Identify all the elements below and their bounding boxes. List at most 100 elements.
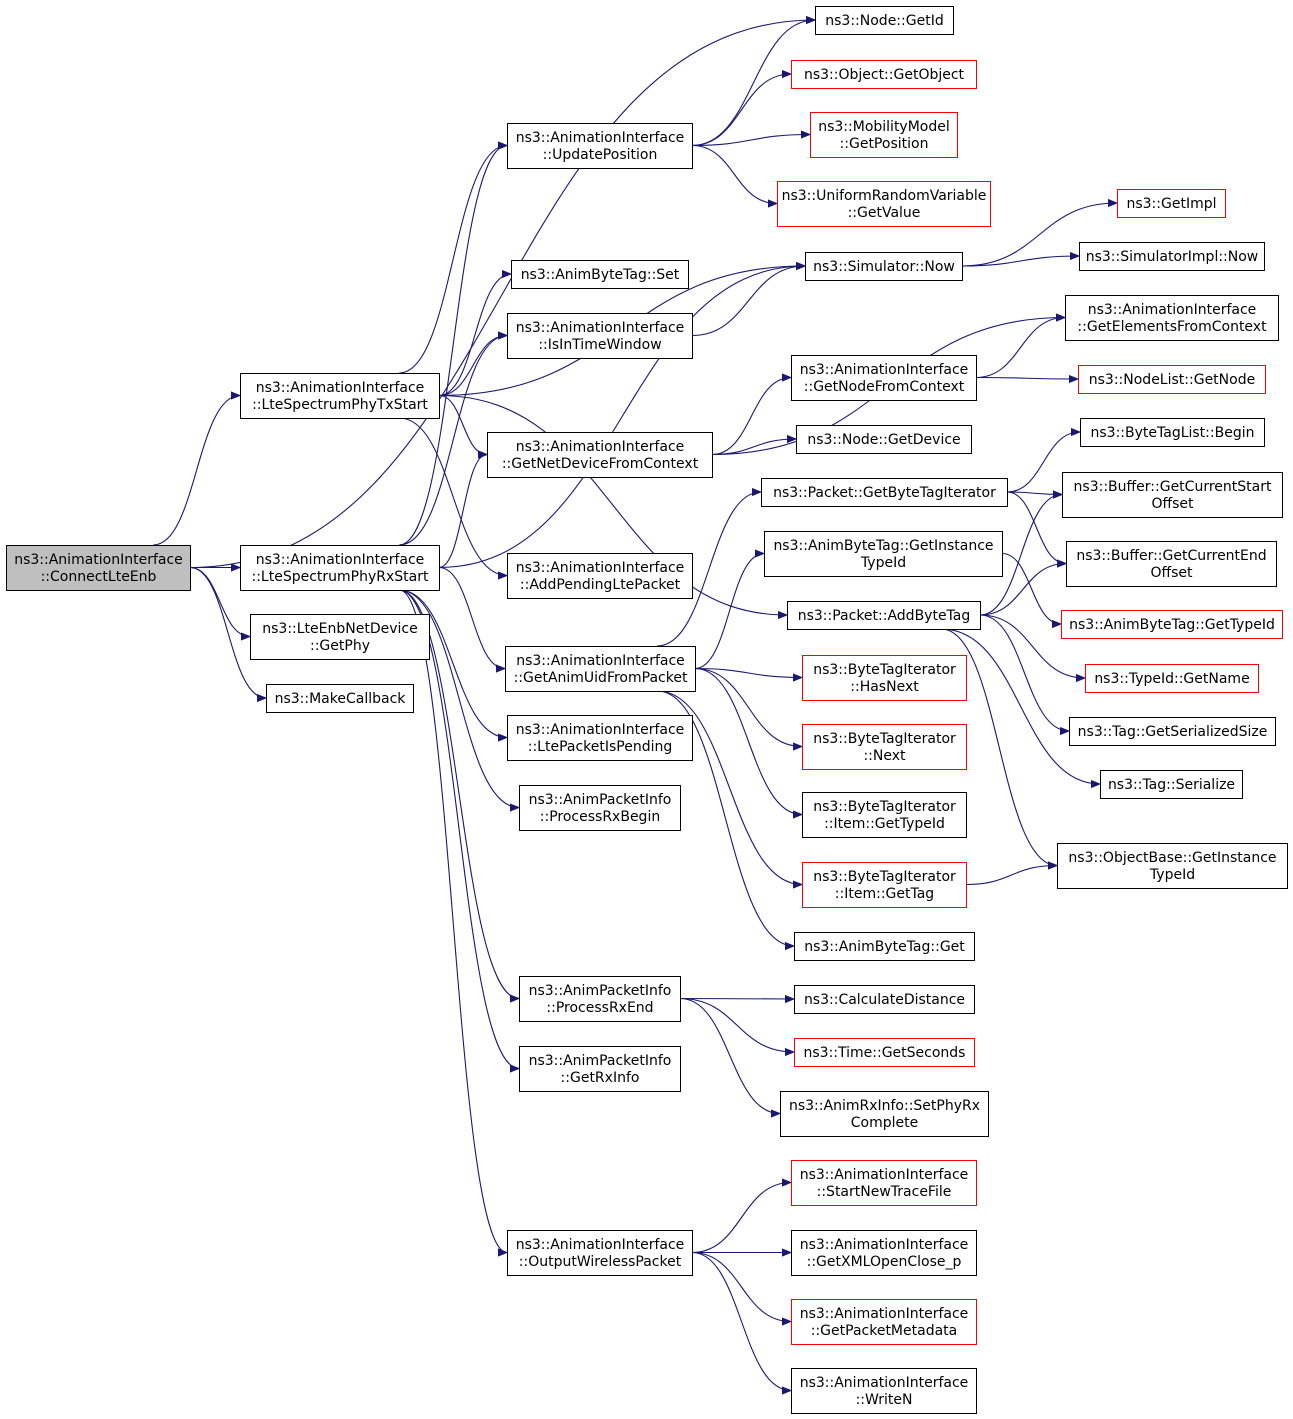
node-label: ns3::ByteTagIterator	[813, 799, 956, 815]
node-label: ::GetAnimUidFromPacket	[514, 670, 688, 686]
node-box	[1069, 717, 1276, 746]
node-box	[805, 252, 963, 281]
node-label: ::GetElementsFromContext	[1077, 319, 1267, 335]
node-getpktmeta[interactable]: ns3::AnimationInterface::GetPacketMetada…	[791, 1299, 977, 1345]
node-label: ns3::MakeCallback	[275, 691, 407, 707]
call-edge-getanimuid-to-btiitemtid	[694, 667, 802, 815]
node-simnow[interactable]: ns3::Simulator::Now	[805, 252, 963, 281]
node-box	[791, 60, 977, 89]
call-edge-pktaddbt-to-taggetsize	[979, 614, 1069, 731]
node-getnodefc[interactable]: ns3::AnimationInterface::GetNodeFromCont…	[791, 355, 977, 401]
node-box	[507, 313, 693, 359]
node-mobpos[interactable]: ns3::MobilityModel::GetPosition	[810, 112, 958, 158]
call-edge-pktaddbt-to-tagser	[941, 628, 1100, 784]
call-edge-pktaddbt-to-bufstart	[979, 495, 1062, 616]
node-writen[interactable]: ns3::AnimationInterface::WriteN	[791, 1368, 977, 1414]
node-starttrace[interactable]: ns3::AnimationInterface::StartNewTraceFi…	[791, 1160, 977, 1206]
node-urvgetval[interactable]: ns3::UniformRandomVariable::GetValue	[777, 181, 991, 227]
node-getrxinfo[interactable]: ns3::AnimPacketInfo::GetRxInfo	[519, 1046, 681, 1092]
node-calcdist[interactable]: ns3::CalculateDistance	[794, 985, 975, 1014]
node-label: TypeId	[1149, 867, 1195, 883]
node-nodelist[interactable]: ns3::NodeList::GetNode	[1078, 365, 1266, 394]
node-nodegetid[interactable]: ns3::Node::GetId	[815, 6, 954, 35]
call-edge-updatepos-to-objgetobj	[691, 74, 791, 147]
node-objgetobj[interactable]: ns3::Object::GetObject	[791, 60, 977, 89]
call-edge-root-to-txstart	[153, 396, 240, 546]
node-box	[796, 425, 972, 454]
node-getnetdev[interactable]: ns3::AnimationInterface::GetNetDeviceFro…	[487, 432, 713, 478]
call-edge-getnodefc-to-getelems	[975, 318, 1065, 379]
node-label: ::AddPendingLtePacket	[520, 577, 681, 593]
call-edge-txstart-to-pktaddbt	[438, 394, 787, 616]
node-outwireless[interactable]: ns3::AnimationInterface::OutputWirelessP…	[507, 1230, 693, 1276]
node-box	[1078, 365, 1266, 394]
node-label: ::GetPacketMetadata	[811, 1323, 957, 1339]
node-label: ns3::SimulatorImpl::Now	[1086, 249, 1259, 265]
node-getxml[interactable]: ns3::AnimationInterface::GetXMLOpenClose…	[791, 1230, 977, 1276]
node-simimplnow[interactable]: ns3::SimulatorImpl::Now	[1079, 242, 1265, 271]
node-label: ::IsInTimeWindow	[538, 337, 661, 353]
node-box	[1117, 189, 1226, 218]
node-label: ns3::Tag::Serialize	[1108, 777, 1235, 793]
call-edge-root-to-nodegetid	[189, 20, 815, 569]
node-label: ::OutputWirelessPacket	[519, 1254, 682, 1270]
node-root[interactable]: ns3::AnimationInterface::ConnectLteEnb	[6, 545, 191, 591]
node-box	[1061, 610, 1283, 639]
node-updatepos[interactable]: ns3::AnimationInterface::UpdatePosition	[507, 123, 693, 169]
node-procrxbegin[interactable]: ns3::AnimPacketInfo::ProcessRxBegin	[519, 785, 681, 831]
node-makecb[interactable]: ns3::MakeCallback	[266, 684, 414, 713]
node-procrxend[interactable]: ns3::AnimPacketInfo::ProcessRxEnd	[519, 976, 681, 1022]
node-box	[794, 932, 975, 961]
node-pktaddbt[interactable]: ns3::Packet::AddByteTag	[787, 601, 981, 630]
node-label: ns3::AnimationInterface	[516, 1237, 685, 1253]
node-abtgettid[interactable]: ns3::AnimByteTag::GetTypeId	[1061, 610, 1283, 639]
node-box	[1062, 472, 1283, 518]
node-btiitemtag[interactable]: ns3::ByteTagIterator::Item::GetTag	[802, 862, 967, 908]
call-edge-getanimuid-to-pktgetbti	[656, 492, 761, 647]
node-addpending[interactable]: ns3::AnimationInterface::AddPendingLtePa…	[507, 553, 693, 599]
node-box	[507, 553, 693, 599]
call-edge-rxstart-to-isintime	[399, 336, 507, 546]
node-abtget[interactable]: ns3::AnimByteTag::Get	[794, 932, 975, 961]
node-timesec[interactable]: ns3::Time::GetSeconds	[794, 1038, 975, 1067]
node-label: ns3::AnimationInterface	[1088, 302, 1257, 318]
node-taggetsize[interactable]: ns3::Tag::GetSerializedSize	[1069, 717, 1276, 746]
node-label: ::LteSpectrumPhyRxStart	[252, 569, 430, 585]
node-pktgetbti[interactable]: ns3::Packet::GetByteTagIterator	[761, 478, 1008, 507]
node-getelems[interactable]: ns3::AnimationInterface::GetElementsFrom…	[1065, 295, 1279, 341]
call-edge-isintime-to-simnow	[691, 266, 805, 337]
node-tidgetname[interactable]: ns3::TypeId::GetName	[1085, 664, 1259, 693]
node-label: Offset	[1150, 565, 1193, 581]
node-btihasnext[interactable]: ns3::ByteTagIterator::HasNext	[802, 655, 967, 701]
node-txstart[interactable]: ns3::AnimationInterface::LteSpectrumPhyT…	[240, 373, 440, 419]
node-label: ::UpdatePosition	[543, 147, 658, 163]
node-btiitemtid[interactable]: ns3::ByteTagIterator::Item::GetTypeId	[802, 792, 967, 838]
node-ltepending[interactable]: ns3::AnimationInterface::LtePacketIsPend…	[507, 715, 693, 761]
node-abtset[interactable]: ns3::AnimByteTag::Set	[511, 260, 689, 289]
node-box	[1085, 664, 1259, 693]
node-label: ns3::AnimPacketInfo	[529, 792, 672, 808]
node-box	[1079, 242, 1265, 271]
node-btinext[interactable]: ns3::ByteTagIterator::Next	[802, 724, 967, 770]
node-tagser[interactable]: ns3::Tag::Serialize	[1100, 770, 1243, 799]
node-getphy[interactable]: ns3::LteEnbNetDevice::GetPhy	[250, 614, 430, 660]
node-getanimuid[interactable]: ns3::AnimationInterface::GetAnimUidFromP…	[505, 646, 696, 692]
node-label: Complete	[851, 1115, 918, 1131]
call-edge-getanimuid-to-btinext	[694, 667, 802, 747]
node-isintime[interactable]: ns3::AnimationInterface::IsInTimeWindow	[507, 313, 693, 359]
node-nodegetdev[interactable]: ns3::Node::GetDevice	[796, 425, 972, 454]
call-edge-rxstart-to-updatepos	[399, 146, 507, 546]
node-btlbegin[interactable]: ns3::ByteTagList::Begin	[1080, 418, 1265, 447]
node-label: ns3::ByteTagIterator	[813, 662, 956, 678]
node-label: ns3::AnimByteTag::Set	[521, 267, 680, 283]
node-label: ns3::TypeId::GetName	[1094, 671, 1249, 687]
node-box	[519, 785, 681, 831]
node-rxstart[interactable]: ns3::AnimationInterface::LteSpectrumPhyR…	[240, 545, 440, 591]
node-getimpl[interactable]: ns3::GetImpl	[1117, 189, 1226, 218]
node-box	[791, 1368, 977, 1414]
